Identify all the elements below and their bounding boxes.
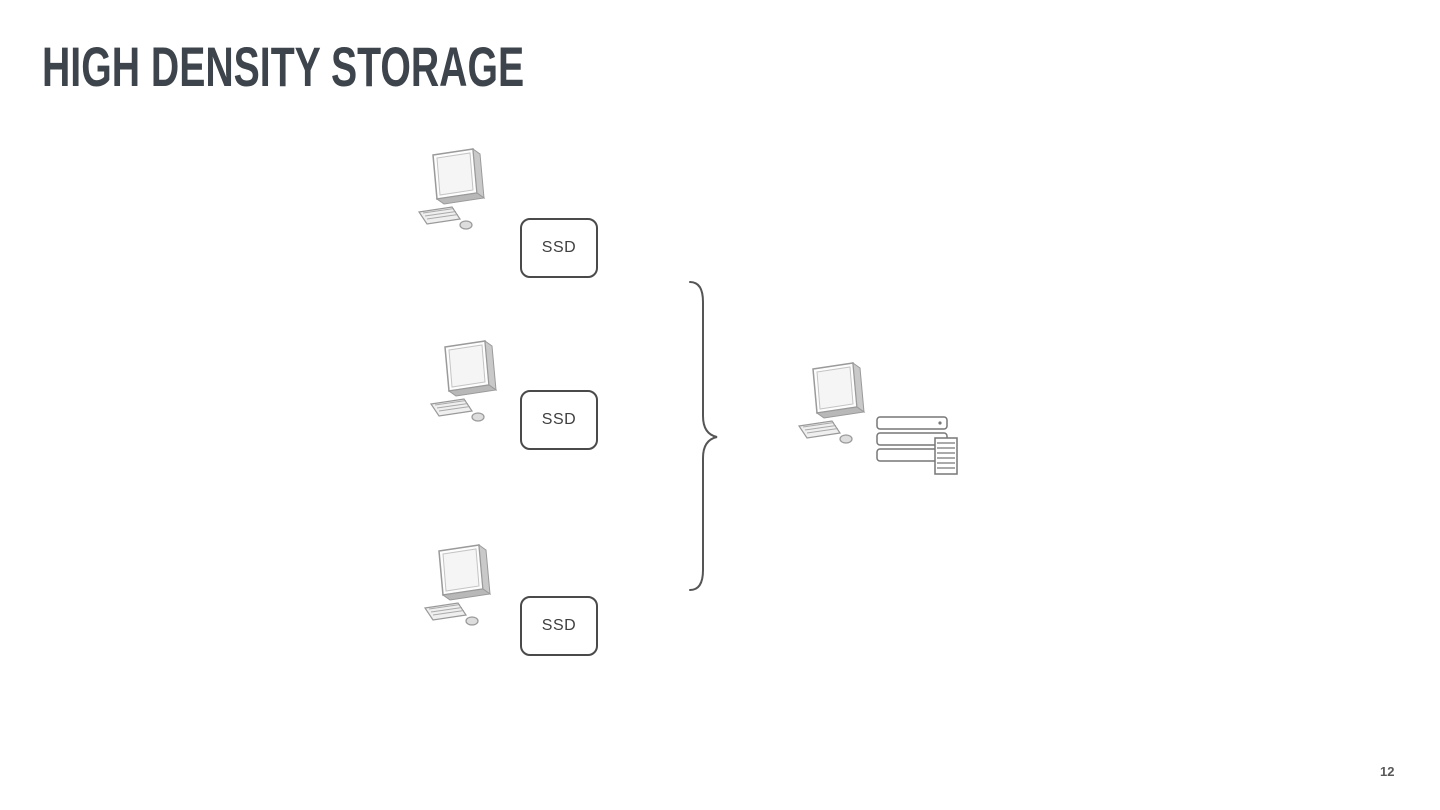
ssd-label: SSD <box>541 617 577 634</box>
page-title: HIGH DENSITY STORAGE <box>42 35 525 98</box>
ssd-box: SSD <box>520 218 598 278</box>
curly-brace-icon <box>689 281 718 591</box>
ssd-label: SSD <box>541 239 577 256</box>
ssd-box: SSD <box>520 596 598 656</box>
ssd-label: SSD <box>541 411 577 428</box>
desktop-computer-icon <box>797 361 866 444</box>
desktop-computer-icon <box>417 147 486 230</box>
ssd-box: SSD <box>520 390 598 450</box>
desktop-computer-icon <box>429 339 498 422</box>
page-number: 12 <box>1380 764 1395 779</box>
storage-array-icon <box>876 416 958 475</box>
desktop-computer-icon <box>423 543 492 626</box>
